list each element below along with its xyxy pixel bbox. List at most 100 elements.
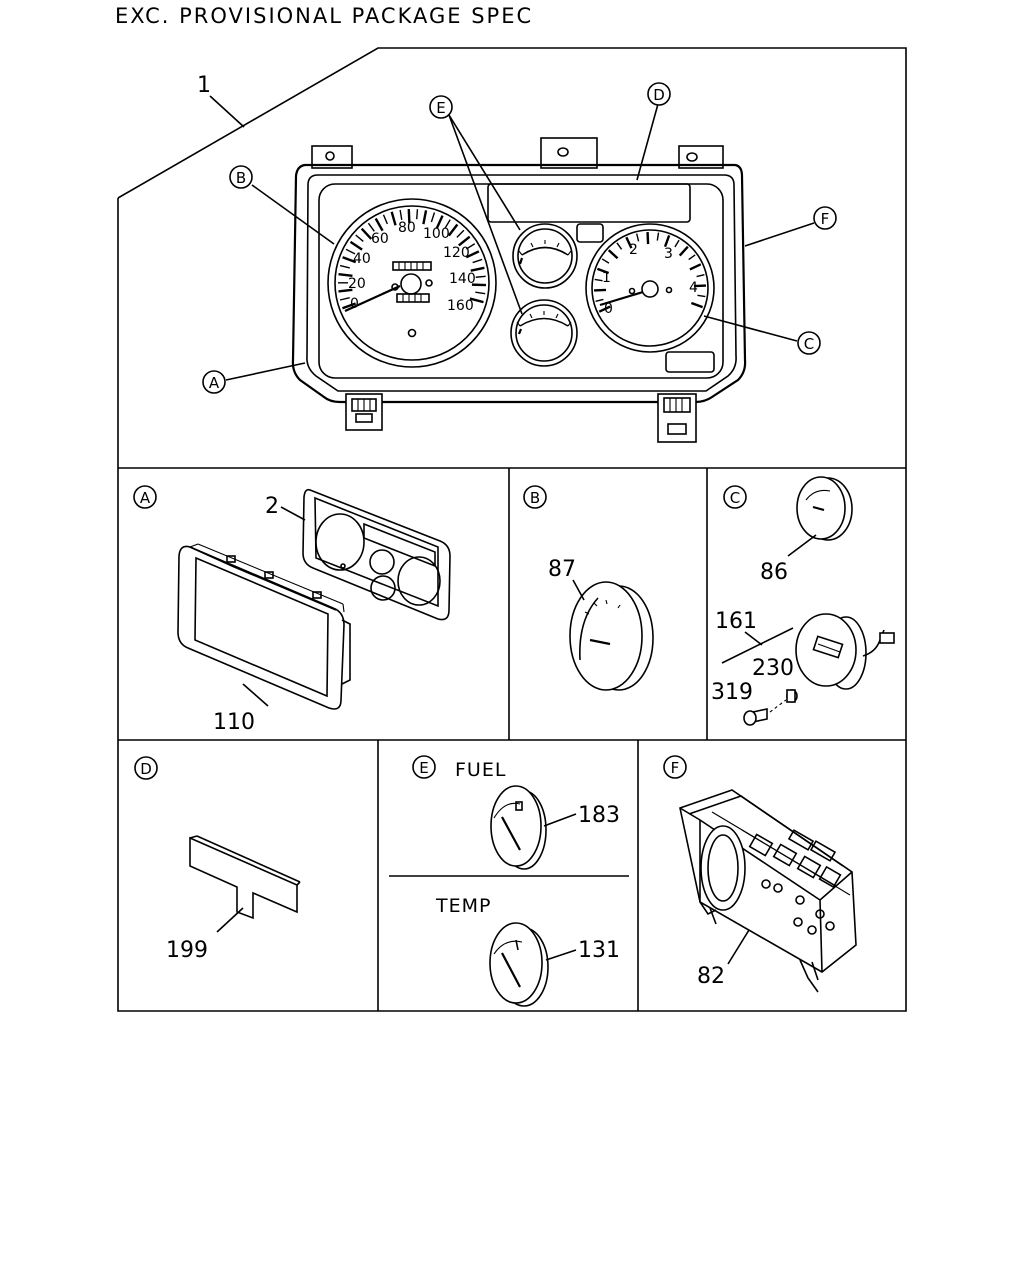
panel-a-letter: A (140, 489, 151, 507)
speedometer-tick (458, 235, 471, 247)
tachometer-tick (625, 236, 633, 249)
part-number-2: 2 (265, 494, 279, 519)
panel-d-letter: D (140, 760, 152, 778)
tachometer-tick (598, 305, 611, 313)
speedometer-tick (422, 210, 428, 225)
speedometer-tick (339, 264, 350, 269)
speedometer-tick (374, 217, 384, 232)
speedometer-ticks (337, 209, 487, 310)
tachometer-tick (688, 254, 696, 261)
instrument-cluster: 1 0 20 40 60 (197, 73, 815, 443)
panel-e-letter: E (419, 759, 428, 777)
speedometer-tick (456, 229, 465, 238)
speedometer-tick (349, 240, 363, 251)
speedometer-tick (355, 234, 364, 242)
tachometer-tick (663, 234, 671, 248)
tachometer-tick (690, 301, 704, 309)
tachometer-tick (689, 263, 702, 271)
panel-f-letter: F (671, 759, 680, 777)
speedometer-tick (472, 258, 483, 264)
speedometer-tick (435, 215, 444, 229)
speedometer-tick (465, 250, 480, 259)
speedometer-label: 0 (350, 296, 359, 312)
speedometer-label: 40 (353, 251, 371, 267)
speedometer-tick (360, 227, 373, 240)
speedometer-tick (338, 288, 353, 293)
speedometer-tick (339, 297, 350, 301)
tachometer-tick (674, 239, 680, 248)
part-number-230: 230 (752, 656, 794, 681)
tachometer-ticks (594, 232, 706, 313)
speedometer-tick (447, 223, 459, 237)
speedometer-tick (469, 297, 484, 304)
speedometer-label: 140 (449, 271, 476, 287)
tachometer-tick (636, 233, 640, 242)
fuel-label: FUEL (455, 759, 506, 781)
part-number-87: 87 (548, 557, 576, 582)
header-title: EXC. PROVISIONAL PACKAGE SPEC (115, 4, 533, 28)
tachometer-tick (596, 267, 610, 275)
part-number-161: 161 (715, 609, 757, 634)
panel-d: D 199 (134, 756, 301, 963)
speedometer-tick (367, 222, 375, 232)
speedometer-label: 120 (443, 245, 470, 261)
callout-b: B (229, 165, 253, 189)
svg-text:C: C (804, 335, 814, 353)
speedometer-tick (390, 211, 397, 226)
part-number-86: 86 (760, 560, 788, 585)
speedometer-tick (342, 302, 357, 310)
tachometer-tick (656, 232, 660, 241)
panel-e: E FUEL 183 TEMP 131 (389, 755, 629, 1007)
svg-text:E: E (436, 99, 445, 117)
part-number-110: 110 (213, 710, 255, 735)
speedometer-tick (416, 209, 419, 220)
tachometer-tick (595, 298, 604, 302)
item-label-1: 1 (197, 73, 211, 98)
panel-b: B 87 (523, 485, 654, 691)
panel-a: A 2 110 (133, 485, 451, 735)
svg-text:A: A (209, 374, 220, 392)
tachometer-tick (594, 288, 607, 292)
speedometer-tick (465, 243, 476, 250)
tachometer-tick (693, 284, 706, 288)
callout-d: D (647, 82, 671, 106)
panel-b-letter: B (530, 489, 540, 507)
main-frame (117, 47, 907, 1012)
tachometer-label: 1 (602, 270, 611, 286)
callout-e: E (429, 95, 453, 119)
temp-label: TEMP (435, 895, 491, 917)
tachometer-tick (696, 274, 705, 278)
tachometer-tick (607, 249, 619, 260)
speedometer-tick (475, 275, 486, 278)
callout-a: A (202, 370, 226, 394)
svg-text:D: D (653, 86, 665, 104)
tachometer-label: 4 (689, 280, 698, 296)
panel-c: C 86 161 230 319 (711, 476, 895, 726)
speedometer-tick (444, 219, 451, 229)
tachometer-tick (678, 245, 689, 257)
panel-f: F 82 (663, 755, 857, 993)
panel-c-letter: C (730, 489, 740, 507)
speedometer-tick (382, 214, 388, 225)
speedometer-tick (470, 266, 485, 272)
tachometer-tick (616, 242, 623, 250)
part-number-319: 319 (711, 680, 753, 705)
speedometer-tick (399, 209, 403, 220)
speedometer-label: 20 (348, 276, 366, 292)
svg-text:F: F (821, 210, 830, 228)
speedometer-tick (338, 272, 353, 278)
speedometer-label: 160 (447, 298, 474, 314)
speedometer-tick (475, 291, 486, 295)
tachometer-label: 2 (629, 242, 638, 258)
part-number-199: 199 (166, 938, 208, 963)
tachometer-tick (697, 294, 706, 298)
tachometer-tick (601, 258, 610, 264)
tachometer-label: 3 (664, 246, 673, 262)
tachometer-label: 0 (604, 301, 613, 317)
tachometer-tick (594, 278, 603, 282)
speedometer-label: 100 (423, 226, 450, 242)
svg-text:B: B (236, 169, 246, 187)
part-number-82: 82 (697, 964, 725, 989)
speedometer-tick (430, 212, 436, 223)
